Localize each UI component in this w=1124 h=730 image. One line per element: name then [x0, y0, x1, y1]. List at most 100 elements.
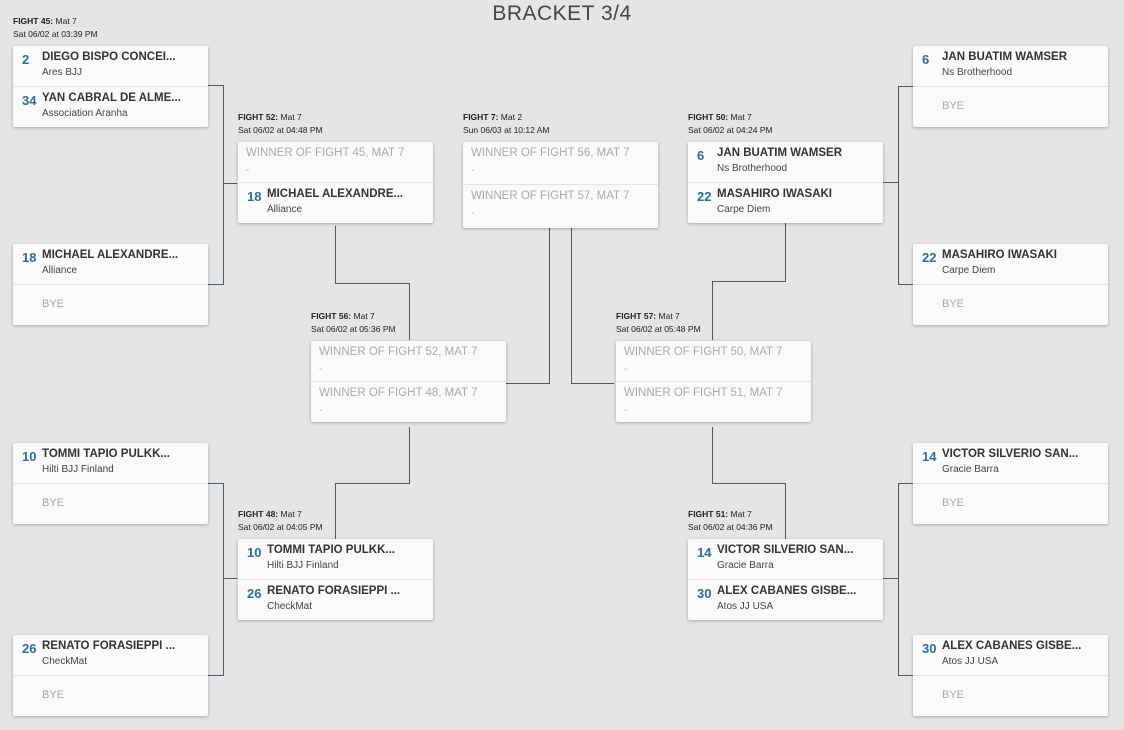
left-entry-card[interactable]: 18 MICHAEL ALEXANDRE... Alliance BYE [13, 244, 208, 325]
winner-placeholder: WINNER OF FIGHT 57, MAT 7 [471, 190, 630, 202]
fight-52-card[interactable]: WINNER OF FIGHT 45, MAT 7 - 18 MICHAEL A… [238, 142, 433, 223]
fight-mat: Mat 7 [351, 311, 375, 321]
competitor-slot[interactable]: 30 ALEX CABANES GISBE... Atos JJ USA [688, 580, 883, 620]
fight-45-header: FIGHT 45: Mat 7 Sat 06/02 at 03:39 PM [13, 15, 98, 40]
fight-56-card[interactable]: WINNER OF FIGHT 52, MAT 7 - WINNER OF FI… [311, 341, 506, 422]
fight-mat: Mat 7 [278, 112, 302, 122]
fight-time: Sat 06/02 at 04:24 PM [688, 124, 773, 135]
seed-number: 30 [922, 641, 937, 656]
competitor-slot[interactable]: 18 MICHAEL ALEXANDRE... Alliance [13, 244, 208, 285]
fight-48-header: FIGHT 48: Mat 7 Sat 06/02 at 04:05 PM [238, 508, 323, 533]
fight-56-header: FIGHT 56: Mat 7 Sat 06/02 at 05:36 PM [311, 310, 396, 335]
fight-48-card[interactable]: 10 TOMMI TAPIO PULKK... Hilti BJJ Finlan… [238, 539, 433, 620]
seed-number: 26 [247, 586, 262, 601]
pending-slot[interactable]: WINNER OF FIGHT 57, MAT 7 - [463, 185, 658, 225]
competitor-slot[interactable]: 6 JAN BUATIM WAMSER Ns Brotherhood [913, 46, 1108, 87]
connector [335, 483, 410, 484]
fight-label: FIGHT 7: [463, 112, 499, 122]
connector [883, 182, 899, 183]
winner-placeholder: WINNER OF FIGHT 51, MAT 7 [624, 387, 783, 399]
fight-7-card[interactable]: WINNER OF FIGHT 56, MAT 7 - WINNER OF FI… [463, 142, 658, 228]
competitor-name: JAN BUATIM WAMSER [717, 147, 843, 159]
bye-slot: BYE [913, 285, 1108, 325]
right-entry-card[interactable]: 14 VICTOR SILVERIO SAN... Gracie Barra B… [913, 443, 1108, 524]
competitor-name: MASAHIRO IWASAKI [942, 249, 1057, 261]
right-entry-card[interactable]: 22 MASAHIRO IWASAKI Carpe Diem BYE [913, 244, 1108, 325]
fight-time: Sun 06/03 at 10:12 AM [463, 124, 550, 135]
competitor-name: ALEX CABANES GISBE... [942, 640, 1082, 652]
competitor-name: VICTOR SILVERIO SAN... [942, 448, 1079, 460]
team-name: Ns Brotherhood [942, 67, 1013, 78]
competitor-slot[interactable]: 10 TOMMI TAPIO PULKK... Hilti BJJ Finlan… [13, 443, 208, 484]
competitor-slot[interactable]: 6 JAN BUATIM WAMSER Ns Brotherhood [688, 142, 883, 183]
left-entry-card[interactable]: 26 RENATO FORASIEPPI ... CheckMat BYE [13, 635, 208, 716]
competitor-slot[interactable]: 14 VICTOR SILVERIO SAN... Gracie Barra [688, 539, 883, 580]
team-name: Gracie Barra [942, 464, 999, 475]
competitor-slot[interactable]: 14 VICTOR SILVERIO SAN... Gracie Barra [913, 443, 1108, 484]
winner-placeholder: WINNER OF FIGHT 56, MAT 7 [471, 147, 630, 159]
competitor-slot[interactable]: 26 RENATO FORASIEPPI ... CheckMat [238, 580, 433, 620]
fight-time: Sat 06/02 at 05:48 PM [616, 323, 701, 334]
competitor-slot[interactable]: 10 TOMMI TAPIO PULKK... Hilti BJJ Finlan… [238, 539, 433, 580]
competitor-slot[interactable]: 30 ALEX CABANES GISBE... Atos JJ USA [913, 635, 1108, 676]
pending-slot[interactable]: WINNER OF FIGHT 48, MAT 7 - [311, 382, 506, 422]
pending-slot[interactable]: WINNER OF FIGHT 50, MAT 7 - [616, 341, 811, 382]
bye-label: BYE [42, 298, 65, 310]
competitor-name: VICTOR SILVERIO SAN... [717, 544, 854, 556]
bye-slot: BYE [13, 676, 208, 716]
competitor-name: DIEGO BISPO CONCEI... [42, 51, 176, 63]
competitor-slot[interactable]: 2 DIEGO BISPO CONCEI... Ares BJJ [13, 46, 208, 87]
team-name: Hilti BJJ Finland [267, 560, 339, 571]
bye-slot: BYE [13, 484, 208, 524]
connector [712, 427, 713, 484]
placeholder-dash: - [319, 405, 323, 416]
connector [712, 483, 786, 484]
team-name: Ares BJJ [42, 67, 83, 78]
pending-slot[interactable]: WINNER OF FIGHT 45, MAT 7 - [238, 142, 433, 183]
seed-number: 26 [22, 641, 37, 656]
connector [208, 284, 224, 285]
competitor-slot[interactable]: 34 YAN CABRAL DE ALME... Association Ara… [13, 87, 208, 127]
winner-placeholder: WINNER OF FIGHT 45, MAT 7 [246, 147, 405, 159]
competitor-slot[interactable]: 22 MASAHIRO IWASAKI Carpe Diem [913, 244, 1108, 285]
right-entry-card[interactable]: 6 JAN BUATIM WAMSER Ns Brotherhood BYE [913, 46, 1108, 127]
fight-57-card[interactable]: WINNER OF FIGHT 50, MAT 7 - WINNER OF FI… [616, 341, 811, 422]
connector [571, 383, 614, 384]
right-entry-card[interactable]: 30 ALEX CABANES GISBE... Atos JJ USA BYE [913, 635, 1108, 716]
fight-50-header: FIGHT 50: Mat 7 Sat 06/02 at 04:24 PM [688, 111, 773, 136]
pending-slot[interactable]: WINNER OF FIGHT 52, MAT 7 - [311, 341, 506, 382]
connector [335, 283, 410, 284]
team-name: Alliance [267, 204, 303, 215]
left-entry-card[interactable]: 10 TOMMI TAPIO PULKK... Hilti BJJ Finlan… [13, 443, 208, 524]
connector [898, 483, 913, 484]
fight-label: FIGHT 57: [616, 311, 657, 321]
seed-number: 34 [22, 93, 37, 108]
competitor-name: TOMMI TAPIO PULKK... [267, 544, 395, 556]
fight-45-card[interactable]: 2 DIEGO BISPO CONCEI... Ares BJJ 34 YAN … [13, 46, 208, 127]
bye-slot: BYE [913, 87, 1108, 127]
fight-52-header: FIGHT 52: Mat 7 Sat 06/02 at 04:48 PM [238, 111, 323, 136]
fight-time: Sat 06/02 at 04:05 PM [238, 521, 323, 532]
competitor-name: MICHAEL ALEXANDRE... [42, 249, 179, 261]
connector [785, 483, 786, 539]
seed-number: 10 [247, 545, 262, 560]
competitor-slot[interactable]: 26 RENATO FORASIEPPI ... CheckMat [13, 635, 208, 676]
competitor-name: MICHAEL ALEXANDRE... [267, 188, 404, 200]
competitor-slot[interactable]: 18 MICHAEL ALEXANDRE... Alliance [238, 183, 433, 223]
connector [335, 483, 336, 539]
competitor-slot[interactable]: 22 MASAHIRO IWASAKI Carpe Diem [688, 183, 883, 223]
connector [549, 228, 550, 384]
pending-slot[interactable]: WINNER OF FIGHT 51, MAT 7 - [616, 382, 811, 422]
connector [223, 483, 224, 676]
seed-number: 6 [922, 52, 930, 67]
team-name: CheckMat [42, 656, 88, 667]
fight-50-card[interactable]: 6 JAN BUATIM WAMSER Ns Brotherhood 22 MA… [688, 142, 883, 223]
pending-slot[interactable]: WINNER OF FIGHT 56, MAT 7 - [463, 142, 658, 185]
fight-label: FIGHT 45: [13, 16, 54, 26]
team-name: CheckMat [267, 601, 313, 612]
seed-number: 6 [697, 148, 705, 163]
fight-51-card[interactable]: 14 VICTOR SILVERIO SAN... Gracie Barra 3… [688, 539, 883, 620]
seed-number: 14 [697, 545, 712, 560]
team-name: Carpe Diem [717, 204, 771, 215]
connector [208, 85, 224, 86]
